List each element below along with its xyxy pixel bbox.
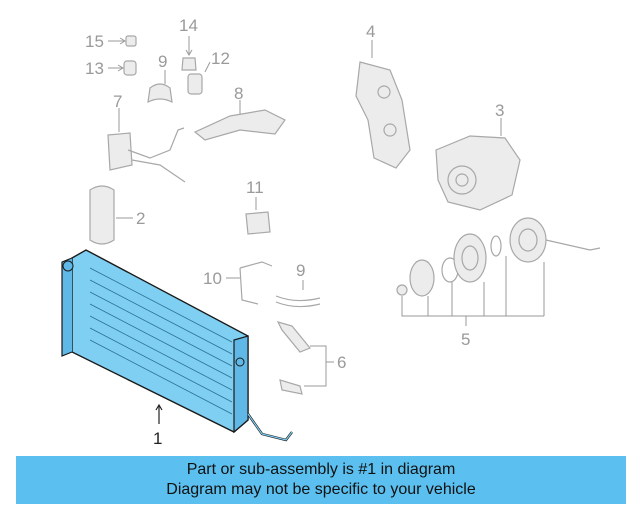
part-13-fitting: [108, 60, 137, 76]
part-15-plug: [108, 35, 137, 47]
part-6-hoses: [276, 321, 334, 395]
part-12-valve: [187, 61, 211, 95]
callout-9b: 9: [296, 261, 305, 280]
banner-line-1: Part or sub-assembly is #1 in diagram: [186, 461, 456, 478]
part-9-clamp-upper: [147, 70, 173, 104]
callout-12: 12: [211, 49, 230, 68]
part-10-bracket: [226, 261, 273, 305]
callout-11: 11: [246, 178, 264, 197]
part-4-compressor-bracket: [355, 40, 411, 169]
callout-7: 7: [113, 92, 122, 111]
part-11-mount: [245, 197, 271, 235]
callout-14: 14: [179, 16, 198, 35]
part-3-compressor: [435, 118, 521, 211]
part-2-drier: [89, 185, 133, 245]
callout-15: 15: [85, 32, 104, 51]
callout-6: 6: [337, 353, 346, 372]
callout-3: 3: [495, 101, 504, 120]
part-1-condenser: [61, 249, 293, 442]
part-14-cap: [181, 36, 197, 71]
callout-4: 4: [366, 22, 375, 41]
part-5-clutch-assembly: [396, 217, 601, 326]
callout-8: 8: [234, 84, 243, 103]
part-9-hose-lower: [275, 280, 321, 308]
banner-line-2: Diagram may not be specific to your vehi…: [166, 481, 476, 498]
callout-10: 10: [203, 269, 222, 288]
part-8-bracket: [193, 100, 286, 141]
info-banner: Part or sub-assembly is #1 in diagram Di…: [16, 456, 626, 504]
part-7-line-assembly: [107, 108, 186, 183]
callout-5: 5: [461, 330, 470, 349]
callout-13: 13: [85, 59, 104, 78]
callout-1: 1: [153, 429, 162, 448]
parts-diagram: 15 13 14 12 9 7 8 2: [61, 16, 601, 448]
callout-2: 2: [136, 209, 145, 228]
callout-9a: 9: [158, 52, 167, 71]
